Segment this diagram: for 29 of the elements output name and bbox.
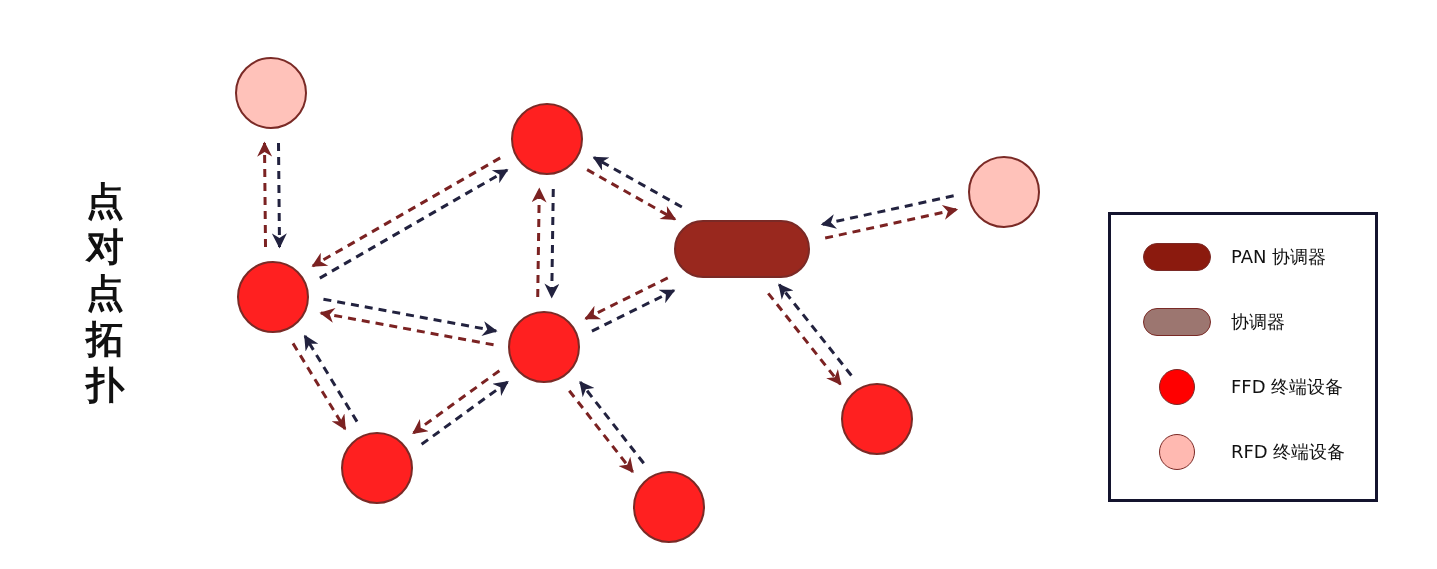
dashed-arrow [820,194,954,229]
dashed-arrow [767,292,842,386]
dashed-arrow [591,289,676,333]
dashed-arrow [291,342,347,431]
dashed-arrow [579,380,645,465]
dashed-arrow [420,380,509,446]
device-circle [508,311,580,383]
legend-label: 协调器 [1231,311,1285,333]
title: 点对点拓扑 [84,178,126,408]
dashed-arrow [568,389,634,474]
dashed-arrow [412,369,501,435]
legend-label: FFD 终端设备 [1231,376,1344,398]
dashed-arrow [584,276,669,320]
legend-label: RFD 终端设备 [1231,441,1346,463]
coordinator-pill [674,220,810,278]
dashed-arrow [592,156,683,209]
dashed-arrow [257,141,273,248]
dashed-arrow [544,189,560,299]
dashed-arrow [531,187,547,297]
dashed-arrow [271,142,287,249]
legend-label: PAN 协调器 [1231,246,1327,268]
dashed-arrow [778,283,853,377]
dashed-arrow [303,334,359,423]
dashed-arrow [586,168,677,221]
dashed-arrow [824,205,959,240]
dashed-arrow [311,156,501,268]
dashed-arrow [323,297,498,336]
dashed-arrow [319,308,494,347]
dashed-arrow [319,168,509,280]
